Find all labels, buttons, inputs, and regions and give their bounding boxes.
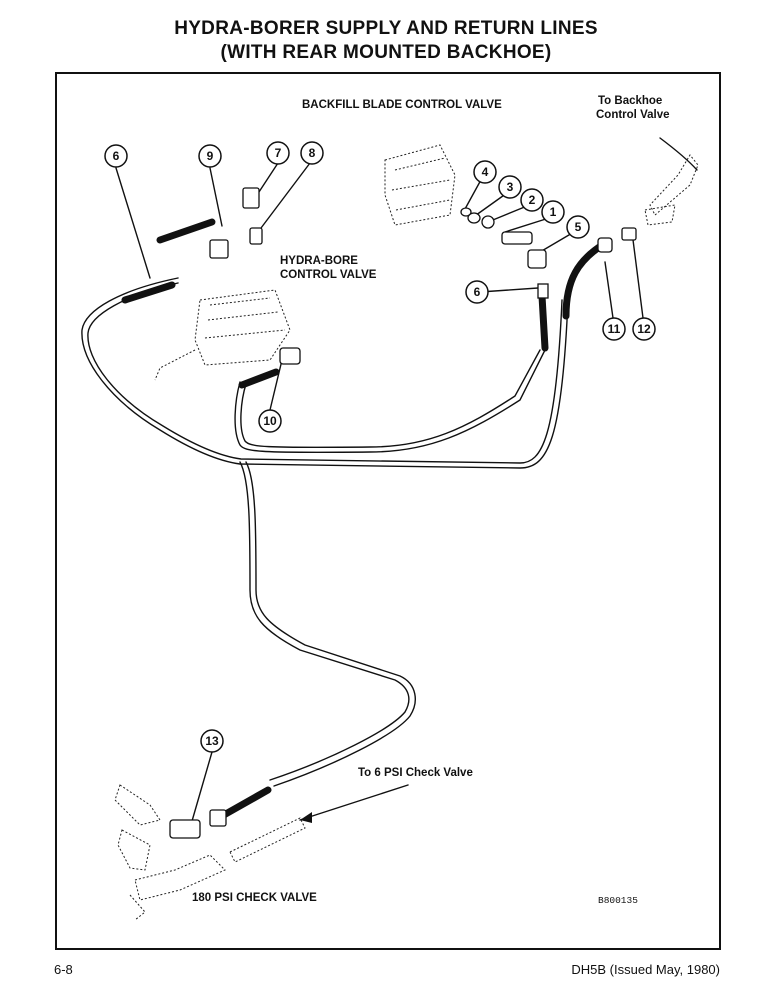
- callout-2: 2: [520, 188, 544, 212]
- label-control-valve: Control Valve: [596, 109, 670, 121]
- return-line: [234, 349, 546, 454]
- diagram-frame: [55, 72, 721, 950]
- svg-text:1: 1: [550, 205, 557, 219]
- label-to-backhoe: To Backhoe: [598, 95, 662, 107]
- callout-3: 3: [498, 175, 522, 199]
- callout-1: 1: [541, 200, 565, 224]
- supply-line: [81, 277, 569, 469]
- callout-12: 12: [632, 317, 656, 341]
- label-backfill-blade-control-valve: BACKFILL BLADE CONTROL VALVE: [302, 99, 502, 111]
- svg-text:6: 6: [113, 149, 120, 163]
- svg-text:12: 12: [637, 322, 651, 336]
- svg-text:9: 9: [207, 149, 214, 163]
- page-number: 6-8: [54, 962, 73, 977]
- svg-text:8: 8: [309, 146, 316, 160]
- svg-text:2: 2: [529, 193, 536, 207]
- svg-text:13: 13: [205, 734, 219, 748]
- backfill-blade-control-valve: [384, 144, 456, 226]
- callout-6-right: 6: [465, 280, 489, 304]
- svg-text:7: 7: [275, 146, 282, 160]
- label-hydra-bore: HYDRA-BORE: [280, 255, 358, 267]
- label-hydra-bore-control-valve: CONTROL VALVE: [280, 269, 377, 281]
- drawing-code: B800135: [598, 895, 638, 906]
- down-line: [239, 461, 410, 781]
- svg-text:6: 6: [474, 285, 481, 299]
- label-180psi-check-valve: 180 PSI CHECK VALVE: [192, 892, 317, 904]
- backhoe-supply-ghost: [649, 154, 699, 216]
- page-title: HYDRA-BORER SUPPLY AND RETURN LINES: [174, 18, 598, 39]
- callout-13: 13: [200, 729, 224, 753]
- page-subtitle: (WITH REAR MOUNTED BACKHOE): [220, 42, 552, 63]
- callout-6-left: 6: [104, 144, 128, 168]
- svg-text:11: 11: [608, 322, 621, 336]
- callout-10: 10: [258, 409, 282, 433]
- 6psi-check-valve-ghost: [229, 817, 306, 863]
- svg-text:10: 10: [263, 414, 277, 428]
- callout-11: 11: [602, 317, 626, 341]
- callout-8: 8: [300, 141, 324, 165]
- callout-4: 4: [473, 160, 497, 184]
- callout-5: 5: [566, 215, 590, 239]
- svg-text:5: 5: [575, 220, 582, 234]
- callout-7: 7: [266, 141, 290, 165]
- svg-text:4: 4: [482, 165, 489, 179]
- label-to-6psi-check-valve: To 6 PSI Check Valve: [358, 767, 473, 779]
- 180psi-check-valve-ghost: [114, 784, 161, 826]
- callout-9: 9: [198, 144, 222, 168]
- svg-text:3: 3: [507, 180, 514, 194]
- document-info: DH5B (Issued May, 1980): [571, 962, 720, 977]
